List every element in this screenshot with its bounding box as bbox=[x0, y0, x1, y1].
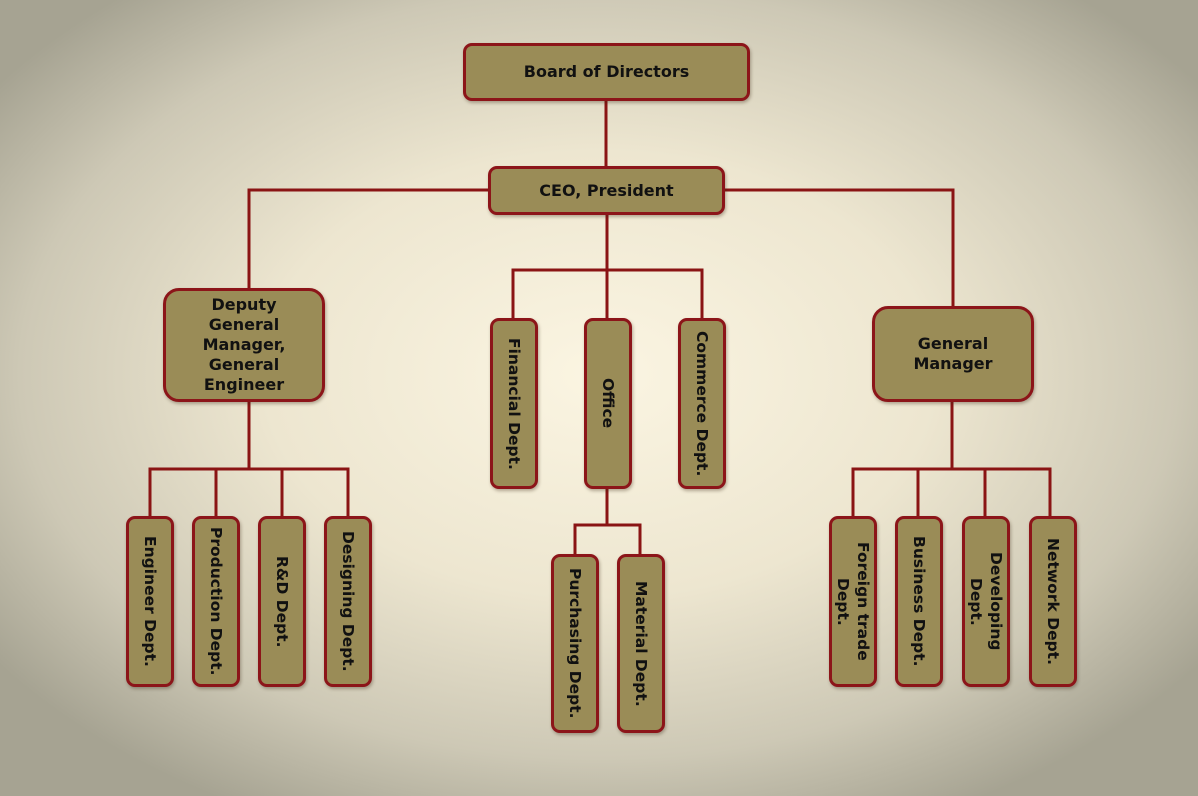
label-office: Office bbox=[599, 378, 617, 429]
label-rd-dept: R&D Dept. bbox=[273, 555, 291, 648]
label-business-dept: Business Dept. bbox=[910, 536, 928, 667]
node-production-dept: Production Dept. bbox=[192, 516, 240, 687]
node-commerce-dept: Commerce Dept. bbox=[678, 318, 726, 489]
label-material-dept: Material Dept. bbox=[632, 580, 650, 707]
label-deputy-general-manager: Deputy General Manager, General Engineer bbox=[202, 295, 286, 394]
node-material-dept: Material Dept. bbox=[617, 554, 665, 733]
label-ceo-president: CEO, President bbox=[539, 180, 674, 200]
label-commerce-dept: Commerce Dept. bbox=[693, 330, 711, 477]
node-rd-dept: R&D Dept. bbox=[258, 516, 306, 687]
node-board-of-directors: Board of Directors bbox=[463, 43, 750, 101]
node-financial-dept: Financial Dept. bbox=[490, 318, 538, 489]
node-developing-dept: Developing Dept. bbox=[962, 516, 1010, 687]
node-general-manager: General Manager bbox=[872, 306, 1034, 402]
node-foreign-trade-dept: Foreign trade Dept. bbox=[829, 516, 877, 687]
node-office: Office bbox=[584, 318, 632, 489]
label-general-manager: General Manager bbox=[913, 334, 993, 373]
label-designing-dept: Designing Dept. bbox=[339, 531, 357, 672]
node-network-dept: Network Dept. bbox=[1029, 516, 1077, 687]
node-deputy-general-manager: Deputy General Manager, General Engineer bbox=[163, 288, 325, 402]
label-foreign-trade-dept: Foreign trade Dept. bbox=[834, 542, 872, 661]
node-engineer-dept: Engineer Dept. bbox=[126, 516, 174, 687]
node-designing-dept: Designing Dept. bbox=[324, 516, 372, 687]
node-ceo-president: CEO, President bbox=[488, 166, 725, 215]
label-production-dept: Production Dept. bbox=[207, 527, 225, 676]
label-engineer-dept: Engineer Dept. bbox=[141, 536, 159, 667]
label-network-dept: Network Dept. bbox=[1044, 538, 1062, 665]
label-purchasing-dept: Purchasing Dept. bbox=[566, 568, 584, 719]
node-business-dept: Business Dept. bbox=[895, 516, 943, 687]
label-developing-dept: Developing Dept. bbox=[967, 552, 1005, 651]
label-board-of-directors: Board of Directors bbox=[523, 62, 690, 81]
node-purchasing-dept: Purchasing Dept. bbox=[551, 554, 599, 733]
label-financial-dept: Financial Dept. bbox=[505, 337, 523, 470]
